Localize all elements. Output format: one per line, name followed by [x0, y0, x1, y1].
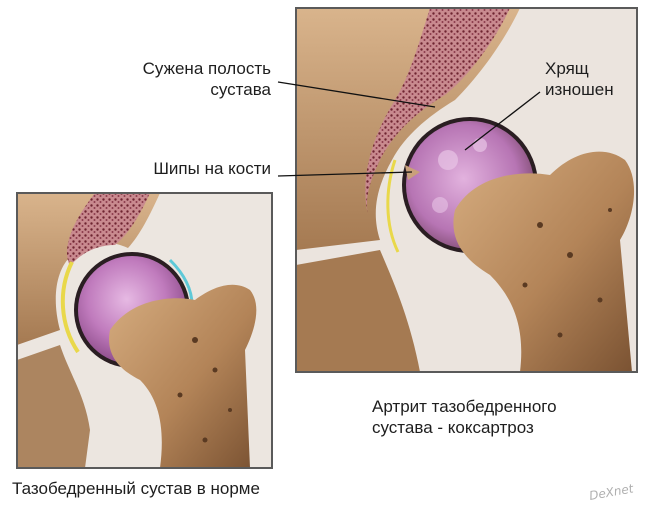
label-arthritis-line1: Артрит тазобедренного [372, 396, 557, 417]
label-arthritis-line2: сустава - коксартроз [372, 417, 557, 438]
label-cartilage-line2: изношен [545, 79, 614, 100]
normal-joint-panel [17, 193, 272, 468]
label-arthritis: Артрит тазобедренного сустава - коксартр… [372, 396, 557, 438]
label-cartilage-line1: Хрящ [545, 58, 614, 79]
label-narrowed-cavity: Сужена полость сустава [143, 58, 271, 100]
label-cartilage-worn: Хрящ изношен [545, 58, 614, 100]
label-bone-spurs: Шипы на кости [153, 158, 271, 179]
watermark-logo: DeXnet [588, 481, 636, 503]
label-narrowed-cavity-line1: Сужена полость [143, 58, 271, 79]
label-narrowed-cavity-line2: сустава [143, 79, 271, 100]
label-normal-joint: Тазобедренный сустав в норме [12, 478, 260, 499]
